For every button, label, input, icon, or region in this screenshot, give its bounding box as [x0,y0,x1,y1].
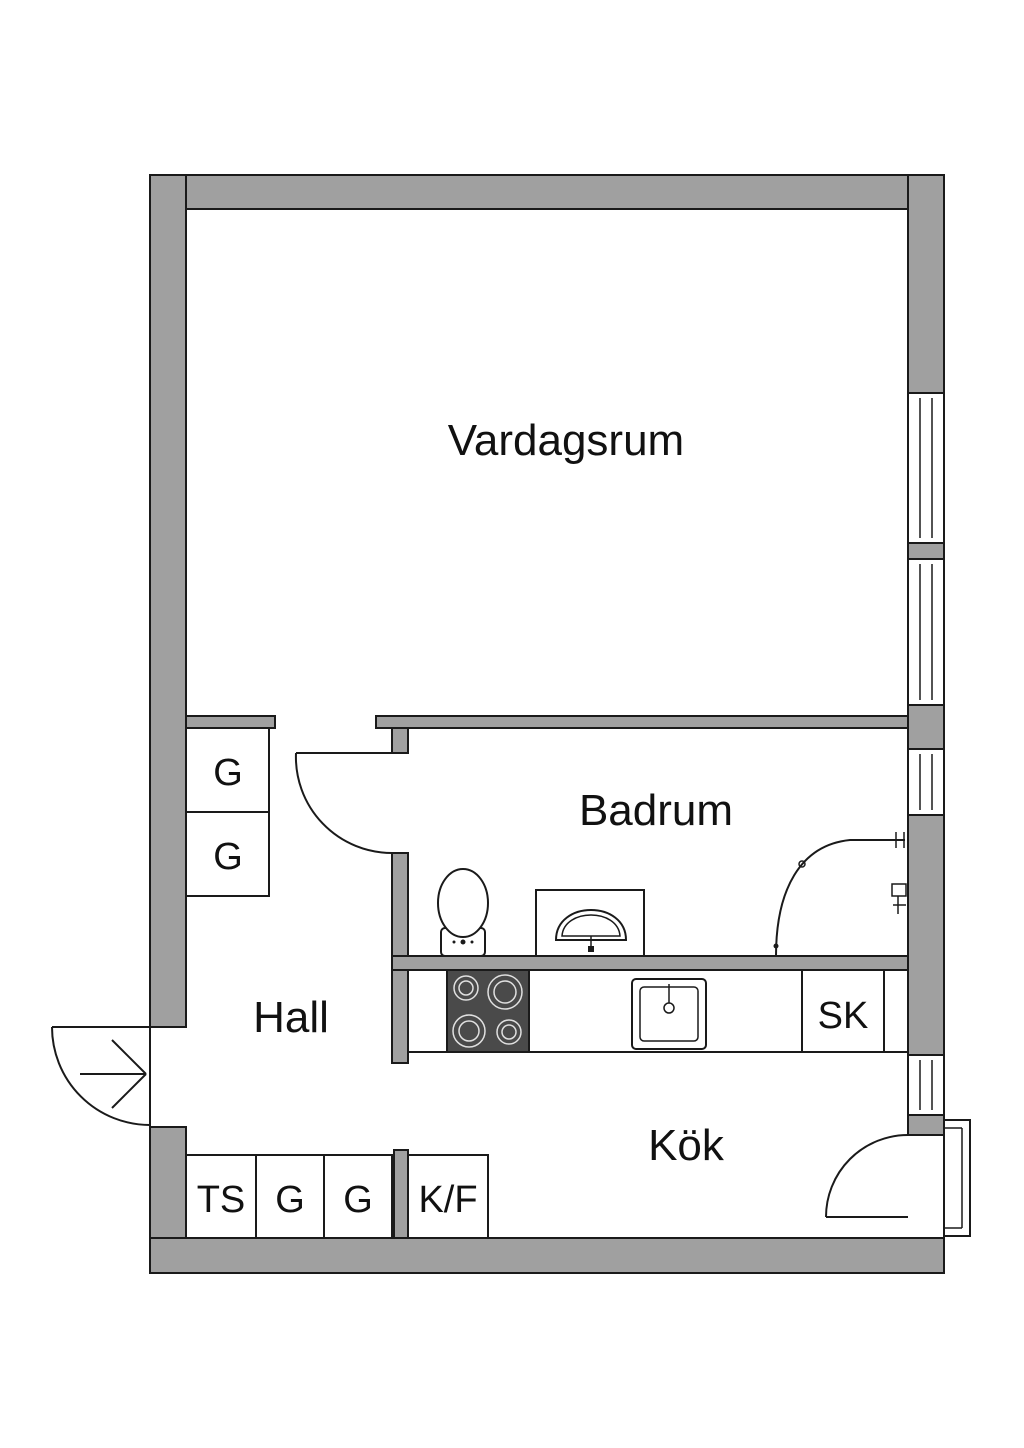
stove-icon [446,969,530,1053]
window-living-lower [907,558,945,706]
window-living-upper [907,392,945,544]
wardrobe-label: G [343,1179,373,1221]
balcony-door[interactable] [825,1119,971,1237]
wardrobe-label: G [275,1179,305,1221]
window-bath [907,748,945,816]
wardrobe-label: G [213,752,243,794]
interior-walls [185,715,909,1239]
room-label-living: Vardagsrum [448,416,684,465]
washbasin-icon [535,889,645,957]
drying-cabinet-label: TS [197,1179,246,1221]
kitchen-sink-icon [631,978,707,1050]
fridge-freezer-label: K/F [418,1179,477,1221]
front-door[interactable] [51,1026,151,1127]
toilet-icon [437,868,489,957]
entrance-arrow-icon [80,1039,147,1109]
room-label-hall: Hall [253,993,329,1042]
cabinet-label: SK [818,995,869,1037]
room-label-bath: Badrum [579,786,733,835]
room-label-kitchen: Kök [648,1121,725,1170]
hall-wardrobes [185,727,270,897]
outer-walls [149,174,945,1274]
shower-icon [773,832,907,957]
bottom-units [185,1154,489,1239]
wardrobe-label: G [213,836,243,878]
bath-door[interactable] [294,752,393,855]
window-kitchen [907,1054,945,1116]
